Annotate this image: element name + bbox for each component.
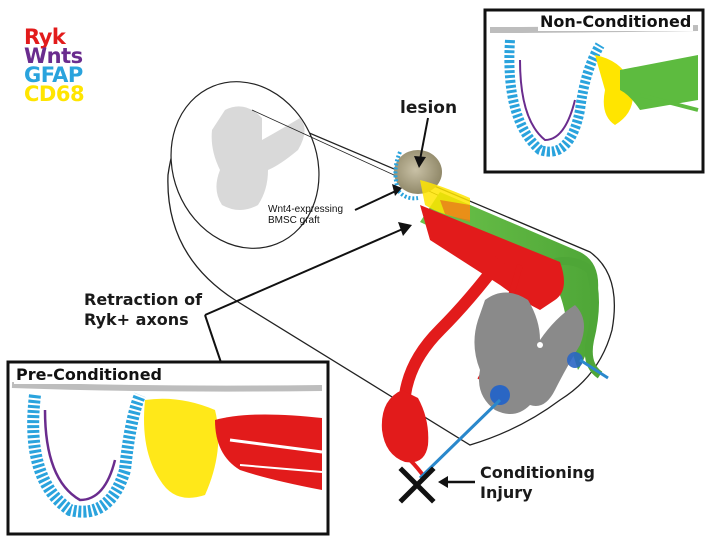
lesion-arrowhead [414, 156, 426, 168]
motor-neuron-left [490, 385, 510, 405]
lesion-label: lesion [400, 98, 458, 118]
graft-arrowhead [392, 184, 402, 196]
legend-cd68: CD68 [24, 82, 85, 106]
back-grey-matter [211, 106, 305, 210]
injury-x-mark [398, 466, 436, 504]
nc-gfap-cup [504, 39, 605, 157]
inset-non-conditioned [483, 8, 705, 174]
central-canal [537, 342, 543, 348]
legend-gfap: GFAP [24, 63, 83, 87]
graft-label: Wnt4-expressing BMSC graft [268, 204, 344, 226]
pc-gfap-cup [27, 392, 146, 518]
pc-ryk-axons [215, 414, 322, 490]
pc-cd68 [144, 398, 219, 498]
legend-ryk: Ryk [24, 25, 66, 49]
retraction-arrowhead-up [398, 222, 412, 236]
lesion-site [393, 150, 470, 222]
peripheral-nerve-right [579, 358, 609, 380]
nc-green-axons [620, 55, 698, 110]
retraction-arrow-up [204, 227, 406, 316]
drg-cell-body [381, 390, 429, 463]
ryk-front [440, 200, 470, 222]
non-conditioned-title: Non-Conditioned [538, 12, 694, 31]
motor-neuron-right [567, 352, 583, 368]
conditioning-label: Conditioning Injury [480, 463, 595, 502]
front-grey-matter [474, 292, 584, 414]
conditioning-arrowhead [438, 476, 448, 488]
lesion-arrow [419, 117, 429, 161]
graft-arrow [354, 189, 399, 211]
color-legend: Ryk Wnts GFAP CD68 [24, 25, 85, 106]
peripheral-nerve [418, 398, 502, 480]
retraction-label: Retraction of Ryk+ axons [84, 290, 203, 329]
pre-conditioned-title: Pre-Conditioned [14, 365, 164, 384]
inset-pre-conditioned [6, 360, 330, 536]
legend-wnts: Wnts [24, 44, 83, 68]
